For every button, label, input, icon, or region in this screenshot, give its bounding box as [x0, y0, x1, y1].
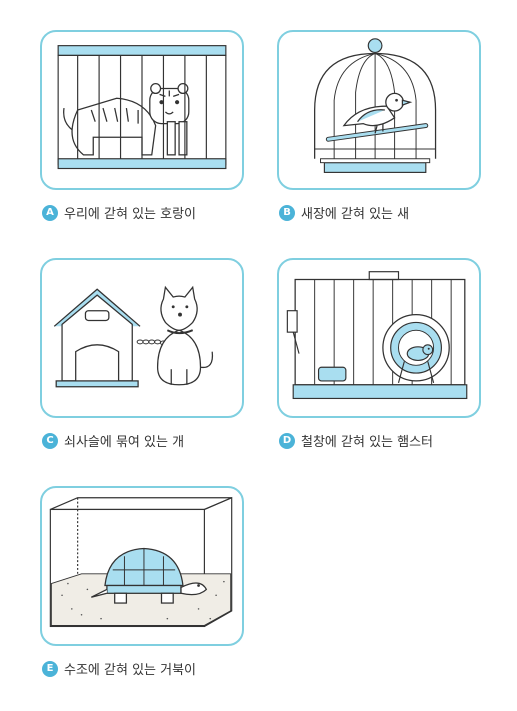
card-turtle	[40, 486, 244, 646]
caption-b-text: 새장에 갇혀 있는 새	[301, 207, 410, 222]
caption-e-text: 수조에 갇혀 있는 거북이	[64, 663, 196, 678]
turtle-tank-illustration	[49, 496, 233, 628]
card-hamster	[277, 258, 481, 418]
caption-c-text: 쇠사슬에 묶여 있는 개	[64, 435, 185, 450]
tiger-cage-illustration	[57, 45, 227, 170]
card-bird	[277, 30, 481, 190]
badge-d: D	[279, 432, 295, 449]
caption-e: E 수조에 갇혀 있는 거북이	[42, 659, 196, 678]
badge-a: A	[42, 204, 58, 221]
hamster-cage-illustration	[286, 271, 468, 400]
card-tiger	[40, 30, 244, 190]
dog-chain-illustration	[53, 285, 214, 388]
caption-b: B 새장에 갇혀 있는 새	[279, 203, 409, 222]
birdcage-illustration	[314, 38, 437, 173]
caption-a-text: 우리에 갇혀 있는 호랑이	[64, 207, 196, 222]
caption-a: A 우리에 갇혀 있는 호랑이	[42, 203, 196, 222]
badge-c: C	[42, 432, 58, 449]
badge-e: E	[42, 660, 58, 677]
card-dog	[40, 258, 244, 418]
caption-d-text: 철창에 갇혀 있는 햄스터	[301, 435, 433, 450]
caption-c: C 쇠사슬에 묶여 있는 개	[42, 431, 184, 450]
caption-d: D 철창에 갇혀 있는 햄스터	[279, 431, 433, 450]
badge-b: B	[279, 204, 295, 221]
